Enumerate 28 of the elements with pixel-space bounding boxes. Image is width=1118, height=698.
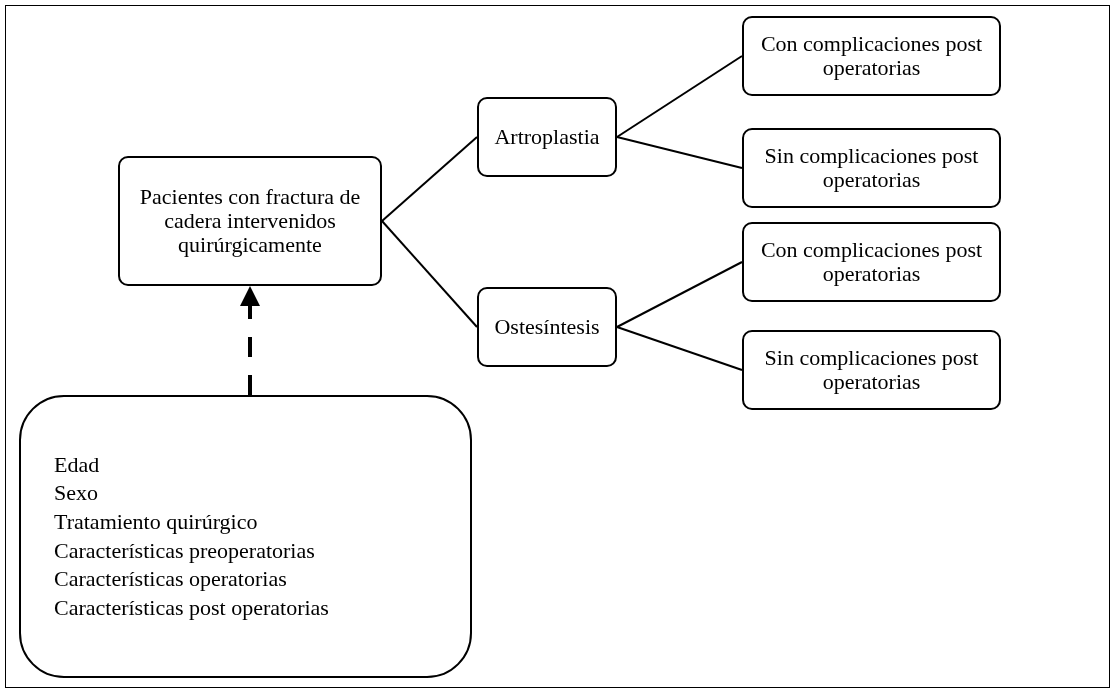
list-item: Sexo (54, 479, 98, 508)
rounded-box (742, 330, 1001, 410)
arrow (240, 286, 260, 395)
connector-line (616, 55, 743, 138)
box-label: Con complicaciones post operatorias (759, 31, 984, 81)
list-item: Edad (54, 450, 100, 479)
box-label: Con complicaciones post operatorias (759, 237, 984, 287)
box-label: Ostesíntesis (494, 314, 600, 340)
connector-line (381, 220, 478, 328)
connector-line (616, 136, 743, 169)
rounded-box (477, 287, 617, 367)
connector-line (616, 261, 743, 328)
rounded-list-box (19, 395, 472, 678)
connector-line (381, 136, 478, 222)
list-item: Características preoperatorias (54, 536, 315, 565)
box-label: Pacientes con fractura de cadera intervenidos quirúrgicamente (138, 184, 362, 258)
box-label: Sin complicaciones post operatorias (763, 143, 980, 193)
list-item: Tratamiento quirúrgico (54, 507, 258, 536)
rounded-box (118, 156, 382, 286)
box-label: Artroplastia (494, 124, 600, 150)
list-item: Características post operatorias (54, 593, 329, 622)
rounded-box (477, 97, 617, 177)
rounded-box (742, 222, 1001, 302)
connector-line (616, 326, 743, 371)
rounded-box (742, 16, 1001, 96)
list-item: Características operatorias (54, 565, 287, 594)
box-label: Sin complicaciones post operatorias (763, 345, 980, 395)
rounded-box (742, 128, 1001, 208)
